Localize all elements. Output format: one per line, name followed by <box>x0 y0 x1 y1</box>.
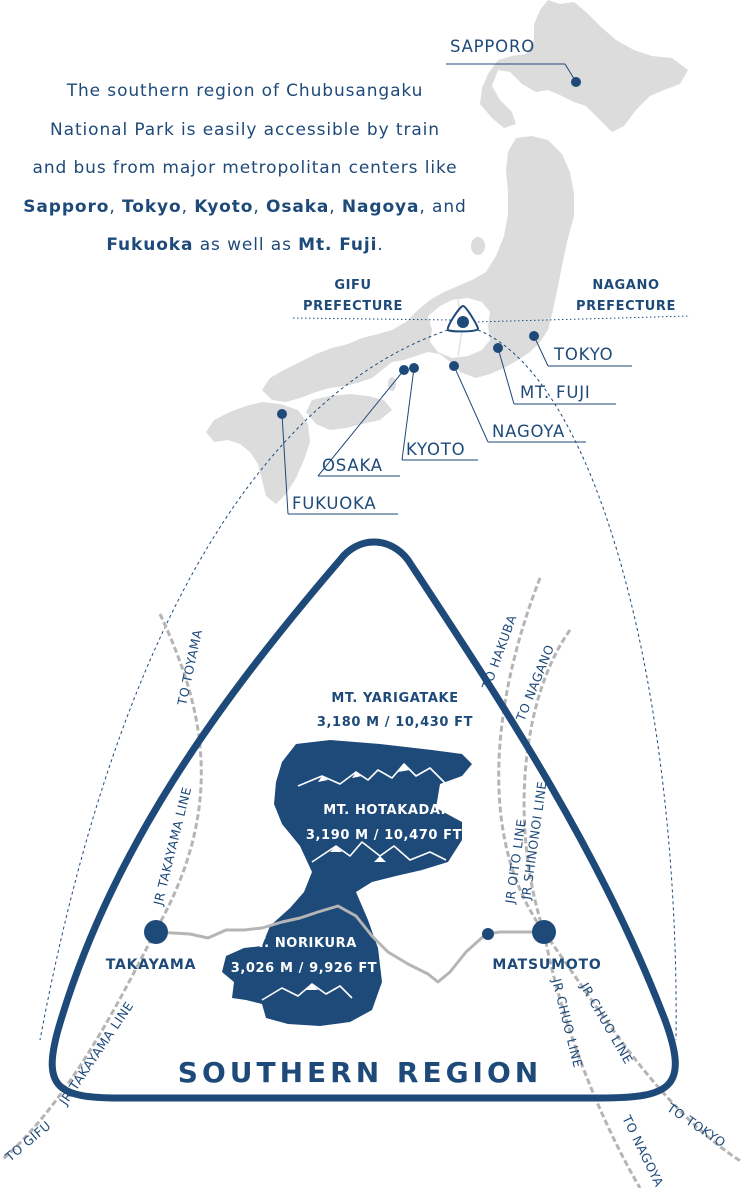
mt-fuji-bold: Mt. Fuji <box>298 235 378 255</box>
city-markers <box>277 63 632 515</box>
city-osaka-bold: Osaka <box>265 196 330 217</box>
tokyo-label: TOKYO <box>553 345 613 364</box>
matsumoto-dot <box>532 920 556 944</box>
matsumoto-station-dot <box>482 928 494 940</box>
jr-takayama-line-south <box>1 929 158 1162</box>
intro-line-1: The southern region of Chubusangaku <box>66 81 424 101</box>
gifu-label-2: PREFECTURE <box>303 299 403 314</box>
route-takayama-matsumoto <box>155 904 544 984</box>
jr-chuo-label-tokyo: JR CHUO LINE <box>577 979 636 1066</box>
mt-fuji-label: MT. FUJI <box>520 383 591 402</box>
yarigatake-elevation: 3,180 M / 10,430 FT <box>317 715 473 730</box>
yarigatake-peaks <box>297 763 449 787</box>
jr-shinonoi-line <box>522 629 572 933</box>
hokkaido-island <box>480 0 688 132</box>
fukuoka-label: FUKUOKA <box>292 494 376 513</box>
mountain-massif <box>222 740 472 1026</box>
nagano-label-2: PREFECTURE <box>576 299 676 314</box>
takayama-dot <box>144 920 168 944</box>
jr-chuo-line-tokyo <box>542 931 743 1164</box>
norikura-name: MT. NORIKURA <box>243 936 357 951</box>
to-gifu-label: TO GIFU <box>2 1118 54 1165</box>
city-tokyo-bold: Tokyo <box>122 196 182 217</box>
region-labels-white: MT. HOTAKADAKE 3,190 M / 10,470 FT MT. N… <box>231 803 462 976</box>
gifu-label-1: GIFU <box>334 278 371 293</box>
takayama-label: TAKAYAMA <box>106 957 196 973</box>
kyushu-island <box>206 402 310 504</box>
nagoya-label: NAGOYA <box>492 422 565 441</box>
to-toyama-label: TO TOYAMA <box>174 628 205 708</box>
norikura-elevation: 3,026 M / 9,926 FT <box>231 961 378 976</box>
intro-line-5: Fukuoka as well as Mt. Fuji. <box>106 235 384 255</box>
sado-island <box>471 237 485 255</box>
yarigatake-name: MT. YARIGATAKE <box>331 691 458 706</box>
jr-takayama-lower-label: JR TAKAYAMA LINE <box>55 999 136 1109</box>
rail-lines <box>1 577 743 1188</box>
city-kyoto-bold: Kyoto <box>194 196 254 217</box>
honshu-island <box>262 136 574 402</box>
city-labels: SAPPORO TOKYO MT. FUJI NAGOYA KYOTO OSAK… <box>292 37 613 513</box>
jr-oito-line <box>497 577 546 933</box>
gifu-guide-line <box>292 317 453 321</box>
to-nagano-label: TO NAGANO <box>512 642 557 724</box>
city-sapporo-bold: Sapporo <box>23 196 110 217</box>
japan-landmass <box>206 0 688 504</box>
park-location-marker <box>446 304 480 333</box>
intro-line-2: National Park is easily accessible by tr… <box>50 119 440 140</box>
region-title: SOUTHERN REGION <box>178 1056 542 1089</box>
to-hakuba-label: TO HAKUBA <box>478 613 519 692</box>
jr-chuo-line-nagoya <box>542 931 642 1188</box>
kyoto-label: KYOTO <box>406 440 465 459</box>
projection-arc-left <box>39 329 449 1041</box>
hotakadake-elevation: 3,190 M / 10,470 FT <box>306 828 462 843</box>
city-nagoya-bold: Nagoya <box>341 196 420 217</box>
intro-paragraph: The southern region of Chubusangaku Nati… <box>10 72 480 265</box>
nagano-guide-line <box>473 315 691 323</box>
sapporo-label: SAPPORO <box>450 37 535 56</box>
matsumoto-label: MATSUMOTO <box>492 957 601 973</box>
shikoku-island <box>306 394 392 430</box>
city-fukuoka-bold: Fukuoka <box>106 235 194 255</box>
southern-region-frame <box>48 538 679 1102</box>
intro-line-3: and bus from major metropolitan centers … <box>32 158 458 178</box>
region-labels: MT. YARIGATAKE 3,180 M / 10,430 FT TAKAY… <box>106 691 601 1089</box>
nagano-label-1: NAGANO <box>592 278 659 293</box>
to-tokyo-label: TO TOKYO <box>663 1099 728 1150</box>
jr-takayama-line-north <box>154 613 203 931</box>
projection-arc-right <box>477 329 677 1041</box>
prefecture-labels: GIFU PREFECTURE NAGANO PREFECTURE <box>303 278 676 314</box>
hotakadake-name: MT. HOTAKADAKE <box>323 803 461 818</box>
to-nagoya-label: TO NAGOYA <box>619 1112 667 1188</box>
intro-line-4: Sapporo, Tokyo, Kyoto, Osaka, Nagoya, an… <box>23 196 467 217</box>
peak-snowcaps <box>306 764 410 990</box>
osaka-label: OSAKA <box>322 456 383 475</box>
